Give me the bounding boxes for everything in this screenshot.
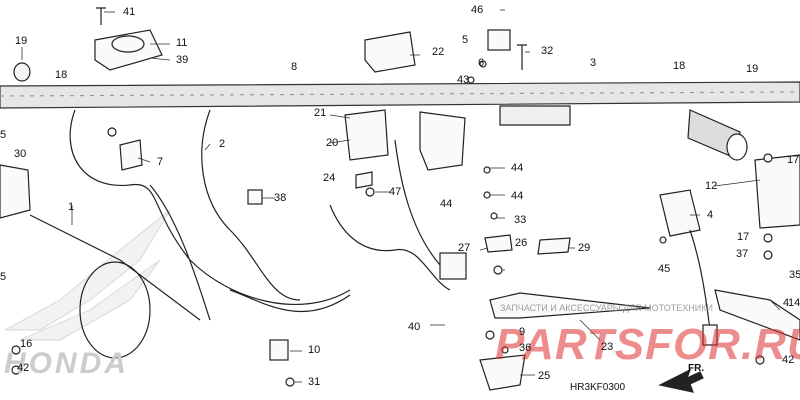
front-arrow — [658, 368, 704, 393]
part-11-cover — [94, 29, 163, 71]
site-watermark: PARTSFOR.RU — [495, 320, 800, 369]
part-4-switch — [659, 189, 701, 237]
part-label-18: 18 — [55, 69, 68, 81]
part-label-11: 11 — [176, 37, 188, 49]
part-label-42: 42 — [782, 354, 795, 366]
part-label-26: 26 — [515, 237, 528, 249]
part-22-housing — [364, 31, 416, 73]
part-20-switch — [344, 109, 389, 161]
part-label-17: 17 — [787, 154, 800, 166]
part-label-45: 45 — [658, 263, 671, 275]
part-5-relay — [487, 29, 511, 51]
part-label-43: 43 — [457, 74, 470, 86]
part-label-10: 10 — [308, 344, 321, 356]
part-label-38: 38 — [274, 192, 287, 204]
part-1-cable — [69, 109, 351, 305]
switch-housing — [419, 111, 466, 171]
part-label-24: 24 — [323, 172, 336, 184]
honda-wing-watermark — [4, 209, 171, 341]
part-12-housing — [754, 154, 800, 229]
part-23-lever — [489, 292, 651, 319]
part-label-8: 8 — [291, 61, 298, 73]
part-2-cable — [201, 109, 301, 301]
part-label-42: 42 — [17, 362, 30, 374]
part-label-41: 41 — [123, 6, 136, 18]
front-label: FR. — [688, 363, 705, 374]
part-label-46: 46 — [471, 4, 484, 16]
part-label-14: 14 — [788, 297, 800, 309]
part-label-25: 25 — [538, 370, 551, 382]
part-label-31: 31 — [308, 376, 321, 388]
part-19-bar-end — [13, 62, 31, 82]
part-label-27: 27 — [458, 242, 471, 254]
part-label-40: 40 — [408, 321, 421, 333]
handlebar — [0, 81, 800, 109]
part-label-36: 36 — [519, 342, 532, 354]
part-label-23: 23 — [601, 341, 614, 353]
part-label-19: 19 — [746, 63, 759, 75]
part-label-18: 18 — [673, 60, 686, 72]
part-label-16: 16 — [20, 338, 33, 350]
part-14-lever — [714, 289, 800, 341]
part-label-19: 19 — [15, 35, 28, 47]
part-label-5: 5 — [0, 129, 7, 141]
part-label-6: 6 — [478, 57, 485, 69]
part-30-housing — [0, 164, 31, 219]
cable-loop — [79, 261, 151, 359]
part-label-47: 47 — [389, 186, 402, 198]
part-label-4: 4 — [783, 297, 790, 309]
part-label-35: 35 — [789, 269, 800, 281]
part-label-9: 9 — [519, 326, 526, 338]
part-label-44: 44 — [511, 190, 524, 202]
part-label-5: 5 — [0, 271, 7, 283]
part-label-7: 7 — [157, 156, 164, 168]
part-label-32: 32 — [541, 45, 554, 57]
part-label-44: 44 — [440, 198, 453, 210]
part-label-4: 4 — [707, 209, 714, 221]
part-label-29: 29 — [578, 242, 591, 254]
part-label-1: 1 — [68, 201, 75, 213]
part-label-30: 30 — [14, 148, 27, 160]
part-label-22: 22 — [432, 46, 445, 58]
part-3-grip — [499, 105, 571, 126]
part-label-20: 20 — [326, 137, 339, 149]
part-label-39: 39 — [176, 54, 189, 66]
part-label-21: 21 — [314, 107, 327, 119]
part-label-44: 44 — [511, 162, 524, 174]
part-label-5: 5 — [462, 34, 469, 46]
part-40-harness — [329, 204, 451, 291]
part-label-12: 12 — [705, 180, 718, 192]
honda-watermark: HONDA — [4, 347, 129, 380]
part-label-2: 2 — [219, 138, 226, 150]
part-label-33: 33 — [514, 214, 527, 226]
diagram-code: HR3KF0300 — [570, 382, 626, 393]
part-label-3: 3 — [590, 57, 597, 69]
site-tagline-watermark: ЗАПЧАСТИ И АКСЕССУАРЫ ДЛЯ МОТОТЕХНИКИ — [500, 303, 713, 313]
part-label-17: 17 — [737, 231, 750, 243]
part-label-37: 37 — [736, 248, 749, 260]
